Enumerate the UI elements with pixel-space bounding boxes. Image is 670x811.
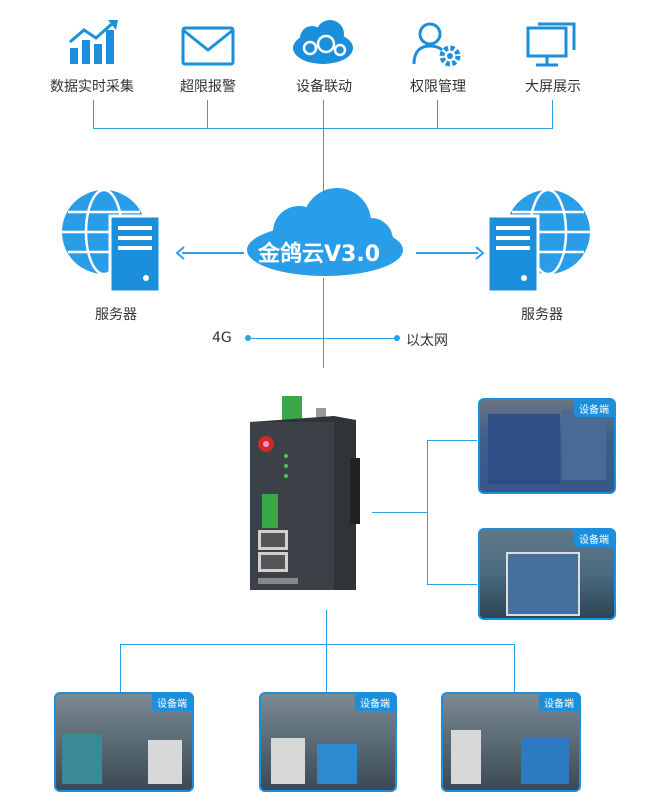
device-photo: 设备端 — [259, 692, 397, 792]
feature-label-linkage: 设备联动 — [296, 79, 352, 95]
device-photo: 设备端 — [441, 692, 581, 792]
connector-line — [120, 644, 121, 692]
connector-line — [437, 100, 438, 128]
device-tag: 设备端 — [539, 694, 579, 711]
bar-chart-icon — [69, 20, 118, 64]
device-tag: 设备端 — [574, 530, 614, 547]
feature-label-permission: 权限管理 — [410, 79, 466, 95]
connector-line — [514, 644, 515, 692]
connector-line — [207, 100, 208, 128]
connector-line — [120, 644, 514, 645]
feature-label-data-collect: 数据实时采集 — [50, 79, 134, 95]
connector-line — [427, 584, 477, 585]
device-tag: 设备端 — [574, 400, 614, 417]
server-globe-icon — [486, 188, 590, 294]
connector-line — [372, 512, 427, 513]
user-gear-icon — [412, 22, 461, 67]
cloud-label: 金鸽云V3.0 — [258, 242, 380, 267]
connector-line — [552, 100, 553, 128]
feature-label-alarm: 超限报警 — [180, 79, 236, 95]
device-tag: 设备端 — [355, 694, 395, 711]
connector-line — [427, 440, 428, 584]
monitor-icon — [526, 22, 576, 67]
arrow-right-icon — [416, 246, 485, 260]
link-dot — [394, 335, 400, 341]
connector-line — [323, 278, 324, 368]
connector-line — [323, 100, 324, 200]
server-label-right: 服务器 — [521, 307, 563, 323]
connector-line — [93, 100, 94, 128]
connector-line — [326, 610, 327, 644]
device-tag: 设备端 — [152, 694, 192, 711]
server-label-left: 服务器 — [95, 307, 137, 323]
connector-line — [427, 440, 477, 441]
device-photo: 设备端 — [54, 692, 194, 792]
gateway-device — [250, 396, 360, 590]
connector-line — [326, 644, 327, 692]
arrow-left-icon — [175, 246, 244, 260]
link-label-4g: 4G — [212, 330, 232, 346]
device-photo: 设备端 — [478, 528, 616, 620]
device-photo: 设备端 — [478, 398, 616, 494]
mail-icon — [181, 26, 235, 66]
feature-label-bigscreen: 大屏展示 — [525, 79, 581, 95]
link-label-ethernet: 以太网 — [406, 333, 448, 349]
gears-cloud-icon — [293, 20, 353, 64]
server-globe-icon — [62, 188, 162, 294]
cloud-icon — [247, 188, 403, 276]
link-dot — [245, 335, 251, 341]
